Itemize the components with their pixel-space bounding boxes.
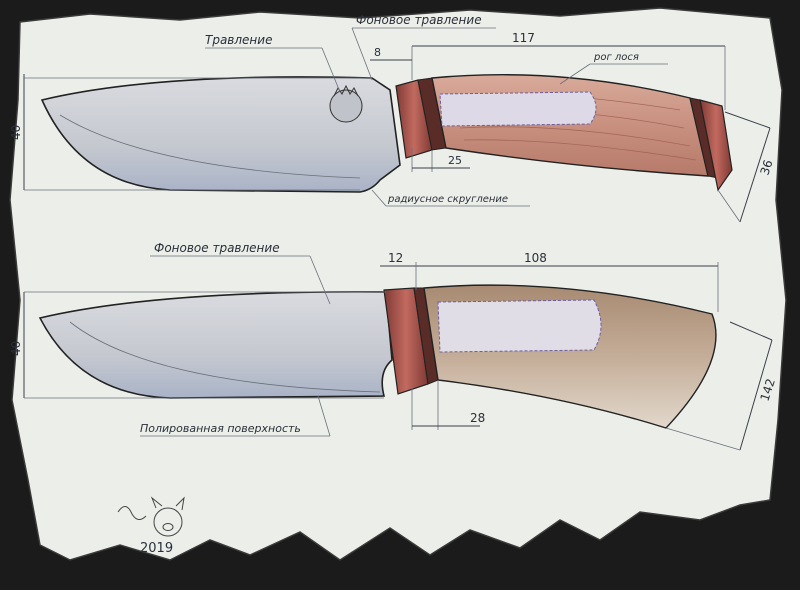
dim-bottom-guard: 12 bbox=[388, 251, 403, 265]
top-knife bbox=[40, 74, 733, 193]
top-blade bbox=[40, 76, 401, 193]
dim-top-blade-height: 40 bbox=[9, 125, 23, 140]
indian-head-emblem-icon bbox=[329, 89, 363, 123]
bottom-dimensions bbox=[23, 262, 773, 451]
dim-top-guard: 8 bbox=[374, 46, 381, 59]
top-dimensions bbox=[23, 45, 771, 223]
top-pommel bbox=[699, 99, 733, 192]
dim-bottom-bolster: 28 bbox=[470, 411, 485, 425]
top-tang-slot bbox=[439, 91, 597, 127]
signature-pig-icon bbox=[117, 496, 185, 537]
label-bottom-bg-etching: Фоновое травление bbox=[154, 241, 280, 255]
dim-top-total: 117 bbox=[512, 31, 535, 45]
dim-bottom-handle: 108 bbox=[524, 251, 547, 265]
label-radius: радиусное скругление bbox=[387, 194, 508, 205]
bottom-blade bbox=[38, 291, 393, 399]
bottom-blade-polish-line bbox=[69, 321, 381, 393]
bottom-knife bbox=[38, 284, 717, 429]
bottom-tang-slot bbox=[437, 299, 602, 353]
signature-year: 2019 bbox=[140, 541, 173, 556]
label-leaders bbox=[140, 27, 668, 437]
top-blade-edge-line bbox=[59, 114, 361, 179]
dim-bottom-handle-end: 142 bbox=[758, 377, 778, 403]
dim-top-bolster: 25 bbox=[448, 154, 462, 167]
label-etching: Травление bbox=[205, 33, 272, 47]
dim-bottom-blade-height: 40 bbox=[9, 341, 23, 356]
label-handle-material: рог лося bbox=[593, 52, 639, 63]
label-top-bg-etching: Фоновое травление bbox=[356, 13, 482, 27]
dim-top-handle-end: 36 bbox=[758, 158, 776, 177]
label-polished: Полированная поверхность bbox=[140, 422, 301, 435]
